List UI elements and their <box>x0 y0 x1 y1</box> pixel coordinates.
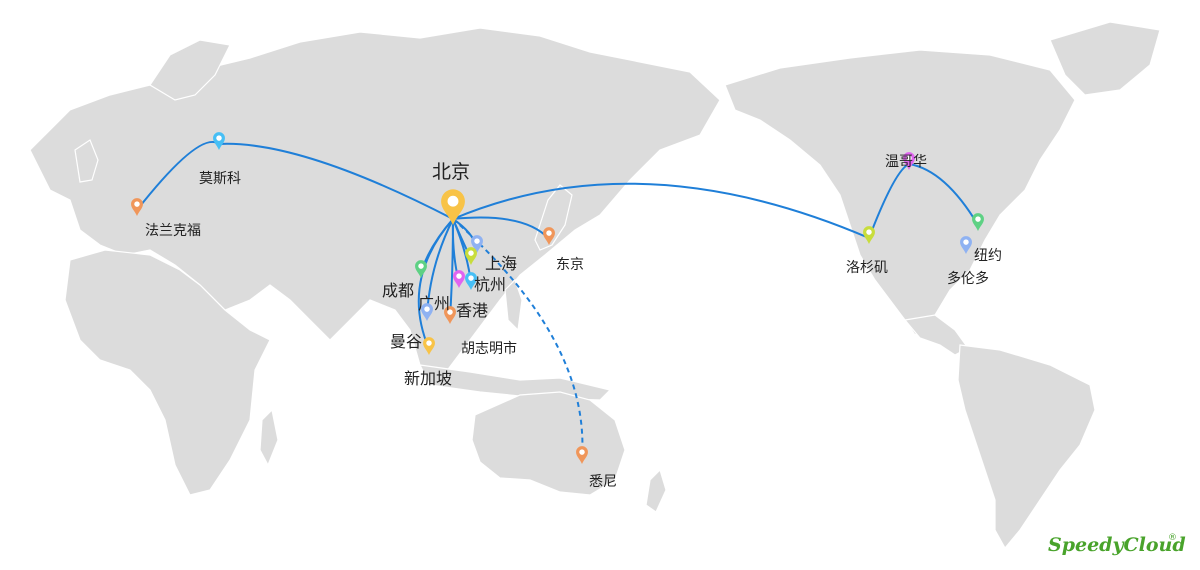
brand-logo: SpeedyCloud ® <box>1048 533 1186 556</box>
label-singapore: 新加坡 <box>404 369 452 388</box>
land-layer <box>29 21 1161 550</box>
land-eurasia <box>29 27 721 381</box>
label-hochiminh: 胡志明市 <box>461 340 517 357</box>
label-layer: 莫斯科法兰克福东京 上海杭州 成都广州香港曼谷 胡志明市新加坡悉尼 洛杉矶 温哥华纽约多伦… <box>145 154 1002 490</box>
label-sydney: 悉尼 <box>589 474 617 490</box>
land-north-america <box>724 49 1076 336</box>
land-africa <box>64 249 271 496</box>
land-philippines <box>504 278 523 332</box>
route-sydney <box>452 218 584 459</box>
route-moscow <box>218 142 454 220</box>
land-new-zealand <box>645 468 667 513</box>
route-losangeles <box>452 182 870 239</box>
label-guangzhou: 广州 <box>418 294 450 313</box>
label-toronto: 多伦多 <box>947 270 989 287</box>
label-beijing: 北京 <box>432 161 470 183</box>
brand-name: SpeedyCloud <box>1048 534 1186 556</box>
label-chengdu: 成都 <box>382 281 414 300</box>
land-scandinavia <box>149 39 231 101</box>
land-south-america <box>957 344 1096 550</box>
label-vancouver: 温哥华 <box>885 154 927 170</box>
route-newyork <box>908 163 979 226</box>
land-madagascar <box>259 408 279 467</box>
brand-registered-mark: ® <box>1168 533 1177 543</box>
label-shanghai: 上海 <box>485 254 517 273</box>
label-hongkong: 香港 <box>456 301 488 320</box>
land-greenland <box>1049 21 1161 96</box>
land-australia <box>471 391 626 496</box>
route-singapore <box>417 218 454 350</box>
label-bangkok: 曼谷 <box>390 332 422 351</box>
label-tokyo: 东京 <box>556 257 584 273</box>
land-uk <box>74 139 99 183</box>
land-indonesia <box>418 364 612 401</box>
route-vancouver <box>868 163 910 239</box>
label-frankfurt: 法兰克福 <box>145 223 201 239</box>
label-moscow: 莫斯科 <box>199 171 241 187</box>
label-newyork: 纽约 <box>974 248 1002 264</box>
label-losangeles: 洛杉矶 <box>846 260 888 276</box>
label-hangzhou: 杭州 <box>474 275 506 294</box>
